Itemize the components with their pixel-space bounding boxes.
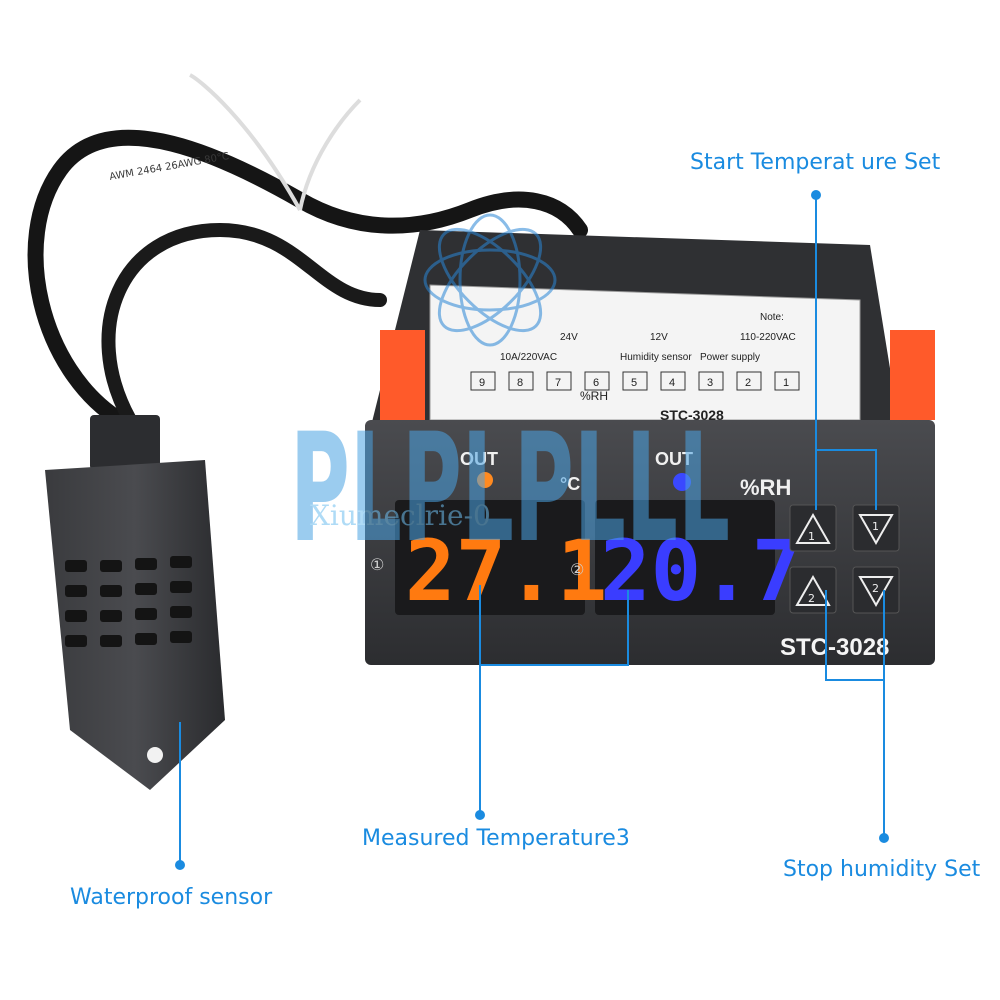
terminal-number: 6 [593, 377, 599, 389]
left-clip [380, 330, 425, 420]
out-led-left [477, 472, 493, 488]
model-label: STC-3028 [780, 634, 889, 661]
callout-waterproof-sensor: Waterproof sensor [70, 885, 273, 910]
watermark-flower-icon [423, 213, 557, 347]
button-down-1-label: 1 [872, 520, 879, 533]
terminal-number: 3 [707, 377, 713, 389]
terminal-number: 5 [631, 377, 637, 389]
button-down-2[interactable]: 2 [852, 566, 900, 614]
terminal-number: 7 [555, 377, 561, 389]
out-label-right: OUT [655, 449, 693, 469]
top-label: STC-3028 %RH Power supply Humidity senso… [470, 312, 800, 423]
left-display: 27.1 [405, 522, 607, 620]
top-label-model: STC-3028 [660, 407, 724, 423]
terminal-row: 1 2 3 4 5 6 7 8 9 [470, 371, 800, 391]
button-down-1[interactable]: 1 [852, 504, 900, 552]
terminal-box [660, 371, 686, 391]
terminal-box [698, 371, 724, 391]
terminal-box [622, 371, 648, 391]
button-up-2[interactable]: 2 [789, 566, 837, 614]
unit-left: °C [560, 474, 580, 494]
callout-stop-humidity-set: Stop humidity Set [783, 857, 981, 882]
top-label-v1: 110-220VAC [740, 332, 796, 343]
terminal-number: 1 [783, 377, 789, 389]
terminal-box [584, 371, 610, 391]
button-down-2-label: 2 [872, 582, 879, 595]
top-label-humidity: Humidity sensor [620, 352, 692, 363]
button-up-1-label: 1 [808, 530, 815, 543]
terminal-box [774, 371, 800, 391]
top-label-note: Note: [760, 312, 784, 323]
terminal-box [736, 371, 762, 391]
out-label-left: OUT [460, 449, 498, 469]
marker-2: ② [570, 560, 584, 579]
right-display: 20.7 [600, 522, 802, 620]
out-led-right [673, 473, 691, 491]
display-panel: 27.1 20.7 OUT OUT °C %RH ① ② STC-3028 [370, 449, 889, 661]
top-label-v2: 12V [650, 332, 668, 343]
button-up-1[interactable]: 1 [789, 504, 837, 552]
top-label-rh: %RH [580, 389, 608, 403]
watermark: PLPLPLLL Xiumeclrie-0 [290, 213, 730, 576]
callout-lines [175, 190, 889, 870]
button-up-2-label: 2 [808, 592, 815, 605]
terminal-number: 2 [745, 377, 751, 389]
terminal-number: 8 [517, 377, 523, 389]
terminal-box [546, 371, 572, 391]
terminal-number: 4 [669, 377, 675, 389]
sensor-vents [65, 556, 192, 647]
sensor-dot [147, 747, 163, 763]
callout-start-temperature-set: Start Temperat ure Set [690, 150, 941, 175]
terminal-box [470, 371, 496, 391]
callout-measured-temperature: Measured Temperature3 [362, 826, 630, 851]
humidity-sensor-probe [45, 415, 225, 790]
cable-print: AWM 2464 26AWG 80°C [109, 151, 230, 183]
terminal-box [508, 371, 534, 391]
watermark-text: PLPLPLLL [290, 402, 730, 576]
top-label-rating: 10A/220VAC [500, 352, 557, 363]
right-clip [890, 330, 935, 420]
marker-1: ① [370, 555, 384, 574]
top-label-power: Power supply [700, 352, 760, 363]
top-label-v3: 24V [560, 332, 578, 343]
unit-right: %RH [740, 475, 791, 500]
terminal-number: 9 [479, 377, 485, 389]
watermark-script: Xiumeclrie-0 [310, 499, 491, 532]
